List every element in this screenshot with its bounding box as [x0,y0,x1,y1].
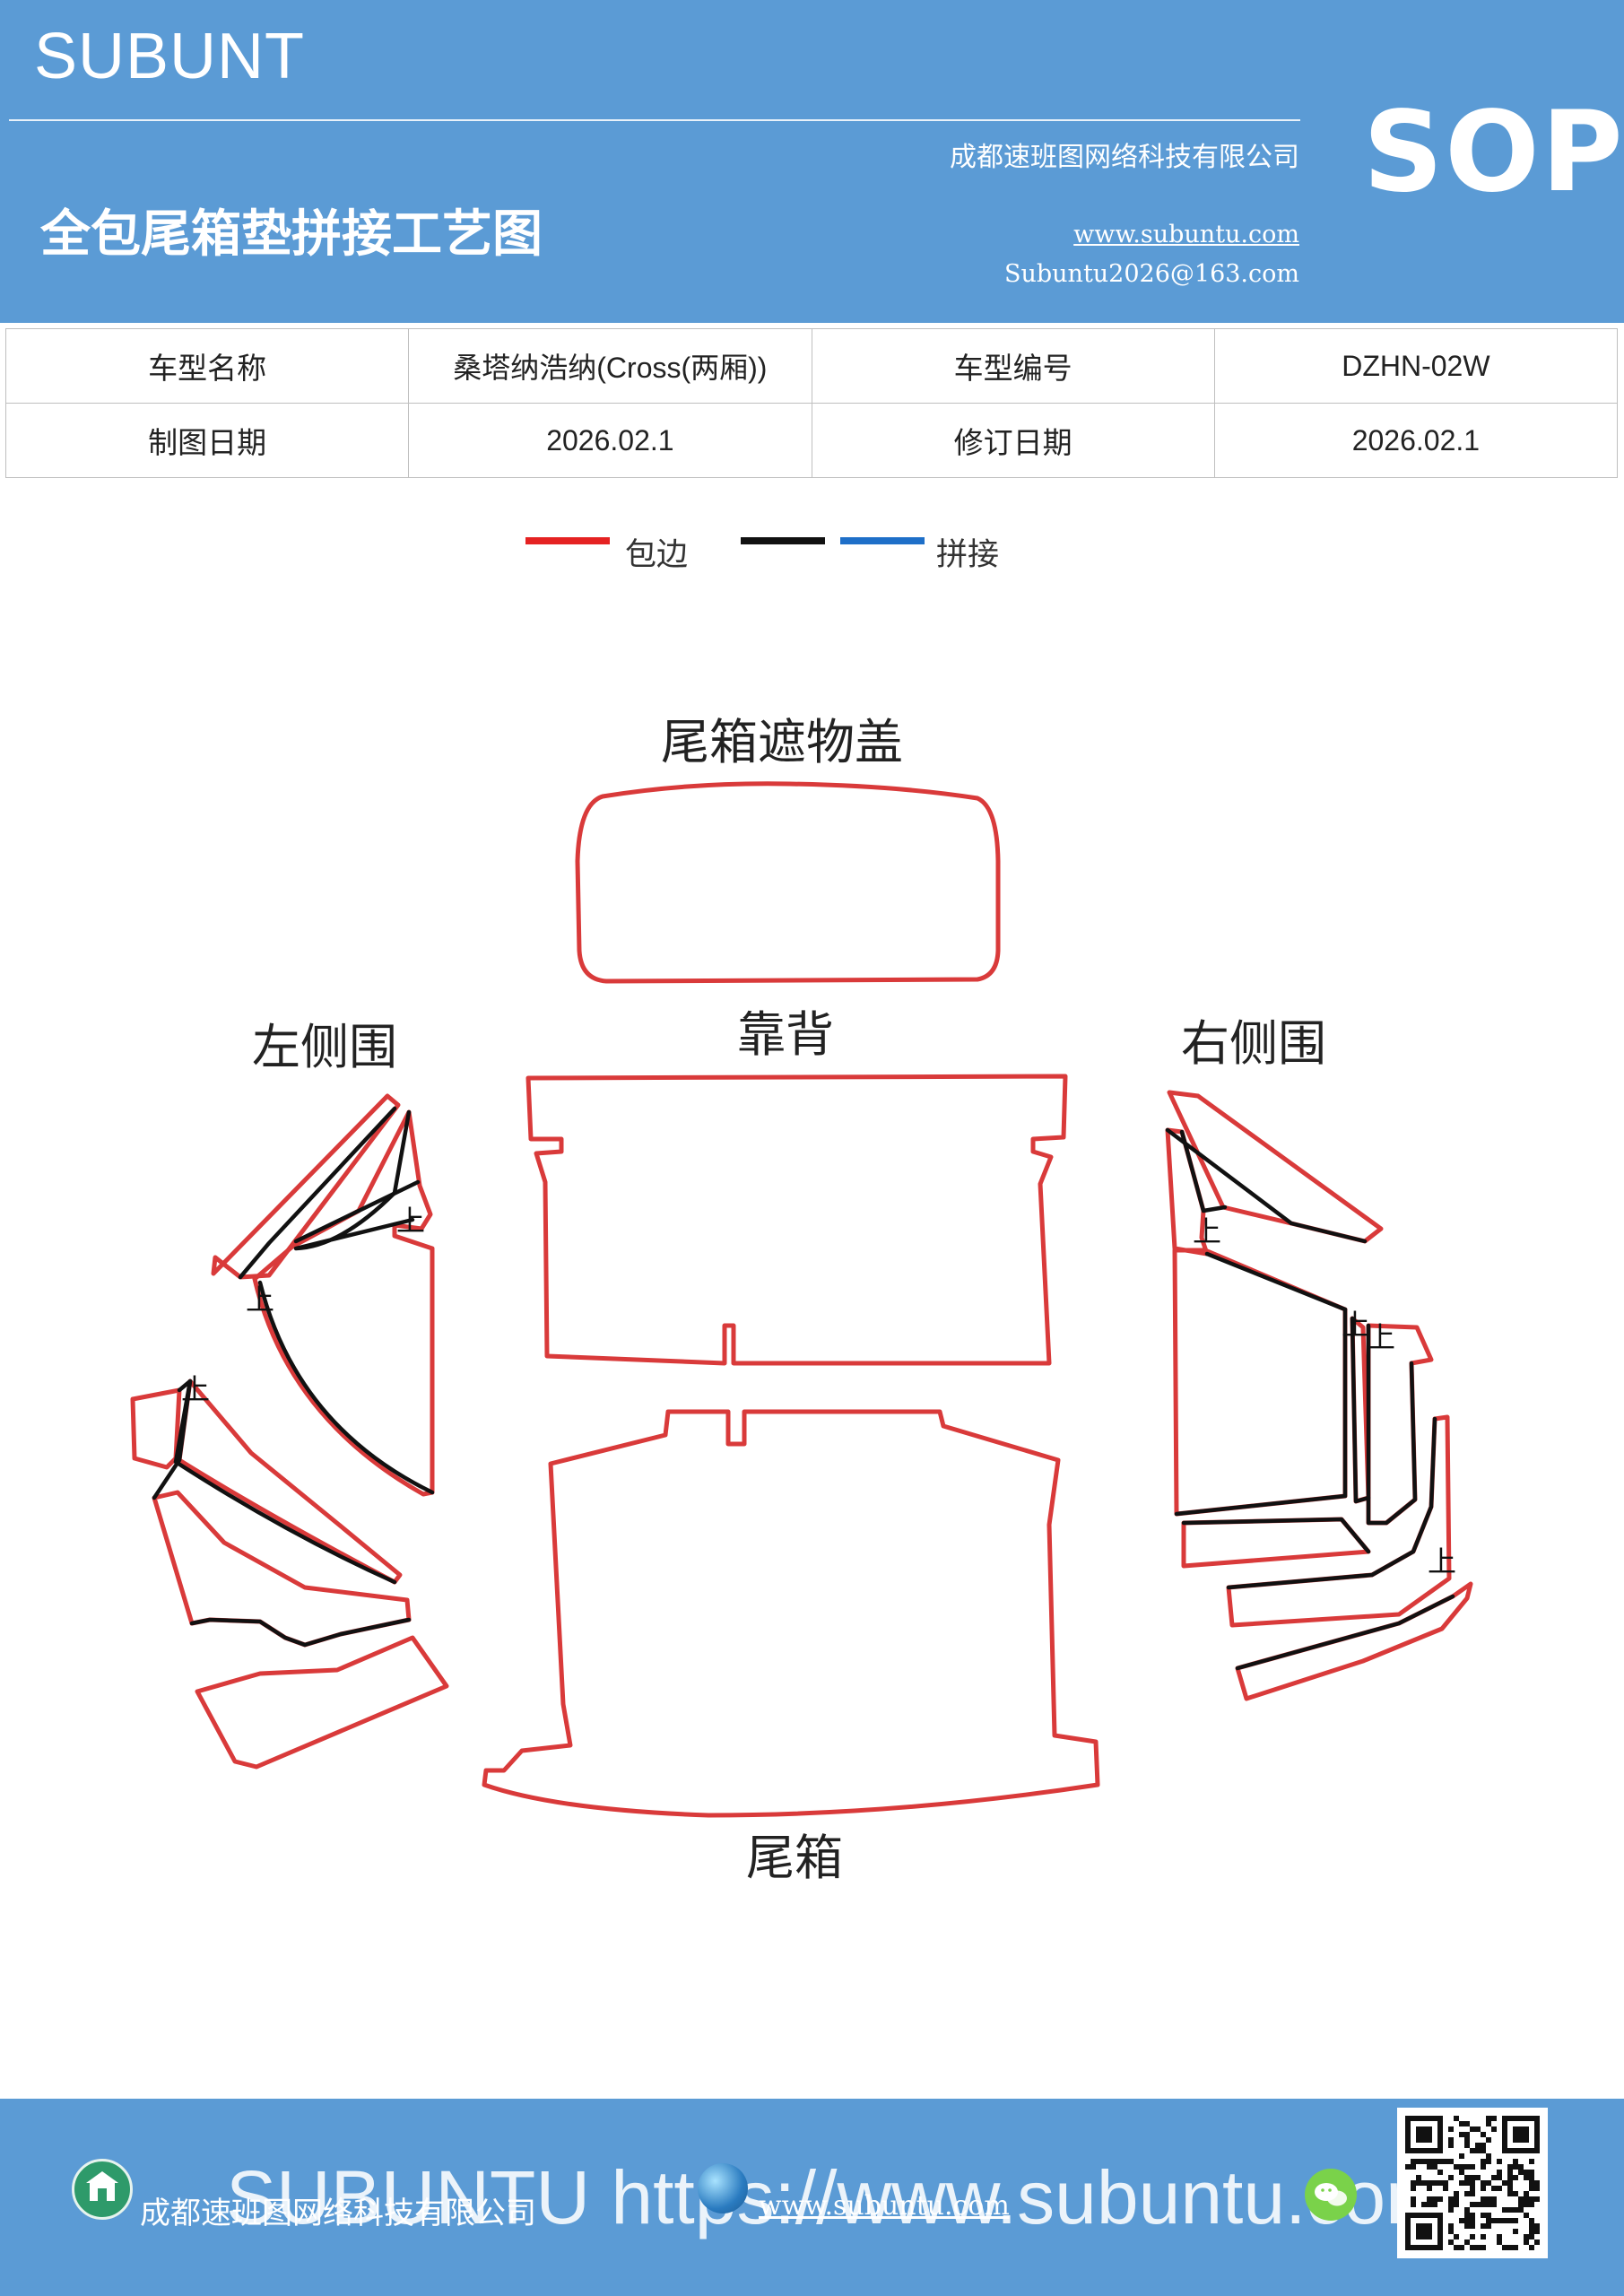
marker-up: 上 [1342,1308,1370,1342]
panel-left-strip [252,1109,435,1497]
seam-right-6 [1366,1323,1418,1526]
label-model-name: 车型名称 [4,328,410,404]
seam-left-3 [293,1179,421,1244]
seam-left-1 [238,1106,397,1280]
footer-watermark: SUBUNTU https://www.subuntu.com [226,2155,1449,2239]
document-title: 全包尾箱垫拼接工艺图 [40,205,543,264]
company-name: 成都速班图网络科技有限公司 [950,142,1299,173]
panel-left-block [130,1387,182,1470]
seam-left-2 [293,1109,415,1251]
footer-company: 成都速班图网络科技有限公司 [140,2196,536,2231]
seam-right-9 [1235,1594,1455,1671]
seam-left-6 [173,1459,397,1585]
marker-up: 上 [181,1372,210,1406]
panel-right-main [1172,1248,1348,1517]
seam-right-5 [1350,1316,1371,1504]
legend-swatch-seam [840,537,925,544]
footer-website-link[interactable]: www.subuntu.com [759,2190,1010,2222]
seam-left-8 [152,1378,193,1500]
label-model-code: 车型编号 [811,328,1215,404]
seam-right-1 [1165,1127,1368,1244]
globe-icon [698,2163,748,2213]
panel-left-mid [177,1378,403,1585]
seam-right-4 [1174,1307,1348,1517]
wechat-icon [1305,2169,1357,2221]
value-revise-date: 2026.02.1 [1213,403,1619,478]
legend: 包边 拼接 [0,529,1624,574]
panel-right-bar3 [1235,1581,1473,1701]
label-draw-date: 制图日期 [4,403,410,478]
header-banner: SUBUNT 成都速班图网络科技有限公司 全包尾箱垫拼接工艺图 www.subu… [0,0,1624,323]
header-divider [9,119,1300,121]
home-icon [72,2159,133,2220]
seam-left-7 [189,1617,412,1648]
value-model-name: 桑塔纳浩纳(Cross(两厢)) [408,328,812,404]
label-right-side: 右侧围 [1181,1015,1326,1072]
brand-logo-text: SUBUNT [34,21,306,92]
panel-cargo-cover [575,781,1001,984]
marker-up: 上 [1428,1544,1456,1578]
label-revise-date: 修订日期 [811,403,1215,478]
seam-right-3 [1204,1251,1348,1312]
marker-up: 上 [396,1204,425,1238]
seam-right-8 [1226,1416,1437,1590]
legend-label-edge: 包边 [625,537,689,573]
legend-swatch-edge [525,537,610,544]
seam-left-4 [257,1280,435,1495]
legend-swatch-black [741,537,825,544]
panel-trunk-floor [482,1409,1100,1818]
table-row: 车型名称 桑塔纳浩纳(Cross(两厢)) 车型编号 DZHN-02W [4,328,1619,404]
legend-label-seam: 拼接 [936,537,1000,573]
seam-right-7 [1181,1517,1371,1554]
panel-right-bar1 [1181,1517,1371,1569]
label-trunk: 尾箱 [746,1830,843,1886]
label-cargo-cover: 尾箱遮物盖 [661,714,903,770]
value-draw-date: 2026.02.1 [408,403,812,478]
seam-right-2 [1179,1129,1228,1213]
panel-backrest [525,1074,1068,1366]
panel-left-bottom [195,1635,449,1770]
vehicle-info-table: 车型名称 桑塔纳浩纳(Cross(两厢)) 车型编号 DZHN-02W 制图日期… [4,328,1619,478]
table-row: 制图日期 2026.02.1 修订日期 2026.02.1 [4,403,1619,478]
label-left-side: 左侧围 [252,1019,397,1075]
qr-code [1397,2108,1548,2258]
value-model-code: DZHN-02W [1213,328,1619,404]
sop-badge: SOP [1363,88,1624,217]
marker-up: 上 [1193,1214,1221,1248]
email-address: Subuntu2026@163.com [1004,260,1299,288]
website-link[interactable]: www.subuntu.com [1073,221,1299,248]
label-backrest: 靠背 [737,1006,834,1063]
marker-up: 上 [1367,1320,1395,1354]
marker-up: 上 [246,1283,274,1317]
panel-right-col2 [1366,1323,1434,1526]
footer-banner: SUBUNTU https://www.subuntu.com 成都速班图网络科… [0,2099,1624,2296]
